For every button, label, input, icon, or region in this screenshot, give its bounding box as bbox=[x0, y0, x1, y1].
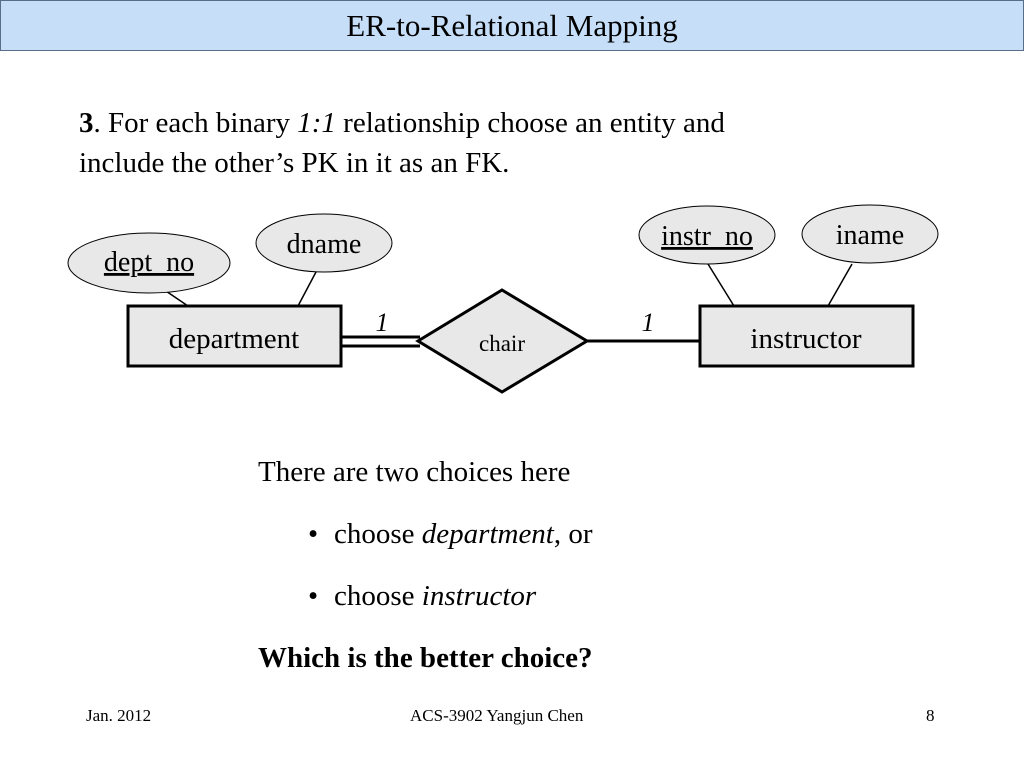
slide-title: ER-to-Relational Mapping bbox=[346, 7, 678, 43]
dept-no-label: dept_no bbox=[104, 247, 194, 278]
footer-page-number: 8 bbox=[926, 706, 935, 725]
instr-no-label: instr_no bbox=[661, 221, 753, 252]
instructor-label: instructor bbox=[750, 323, 861, 355]
bullet-icon: • bbox=[308, 518, 319, 550]
instr-no-connector bbox=[707, 263, 735, 307]
cardinality-left: 1 bbox=[376, 308, 389, 337]
rule-line-2: include the other’s PK in it as an FK. bbox=[79, 147, 510, 179]
slide-title-bar: ER-to-Relational Mapping bbox=[0, 0, 1024, 51]
footer-date: Jan. 2012 bbox=[86, 706, 152, 725]
choices-intro: There are two choices here bbox=[258, 456, 571, 488]
choice-suffix: , or bbox=[553, 518, 593, 550]
question-text: Which is the better choice? bbox=[258, 642, 593, 674]
choice-prefix: choose bbox=[334, 580, 422, 612]
dept-no-attribute bbox=[67, 232, 231, 294]
question: Which is the better choice? bbox=[258, 638, 593, 700]
department-label: department bbox=[169, 323, 299, 355]
rule-text-b: relationship choose an entity and bbox=[335, 107, 725, 139]
iname-connector bbox=[827, 263, 853, 307]
rule-text-a: . For each binary bbox=[93, 107, 298, 139]
rule-line-1: 3. For each binary 1:1 relationship choo… bbox=[79, 103, 959, 143]
dname-attribute bbox=[255, 213, 393, 273]
chair-relationship bbox=[415, 288, 590, 394]
choices-section: There are two choices here • choose depar… bbox=[258, 452, 593, 700]
dname-connector bbox=[297, 271, 317, 307]
rule-number: 3 bbox=[79, 107, 94, 139]
department-entity bbox=[126, 304, 343, 368]
choice-term: department bbox=[421, 518, 554, 550]
iname-label: iname bbox=[836, 220, 904, 251]
rule-ratio: 1:1 bbox=[297, 107, 336, 139]
chair-label: chair bbox=[479, 331, 525, 356]
cardinality-right: 1 bbox=[642, 308, 655, 337]
dname-label: dname bbox=[287, 229, 362, 260]
er-diagram: dept_no dname instr_no iname department … bbox=[67, 204, 939, 394]
instructor-entity bbox=[698, 304, 915, 368]
choice-prefix: choose bbox=[334, 518, 422, 550]
iname-attribute bbox=[801, 204, 939, 264]
instr-no-attribute bbox=[638, 205, 776, 265]
choice-term: instructor bbox=[421, 580, 537, 612]
choice-item-department: • choose department, or bbox=[258, 514, 593, 576]
bullet-icon: • bbox=[308, 580, 319, 612]
footer-course: ACS-3902 Yangjun Chen bbox=[410, 706, 584, 725]
choice-item-instructor: • choose instructor bbox=[258, 576, 593, 638]
rule-statement: 3. For each binary 1:1 relationship choo… bbox=[79, 103, 959, 183]
